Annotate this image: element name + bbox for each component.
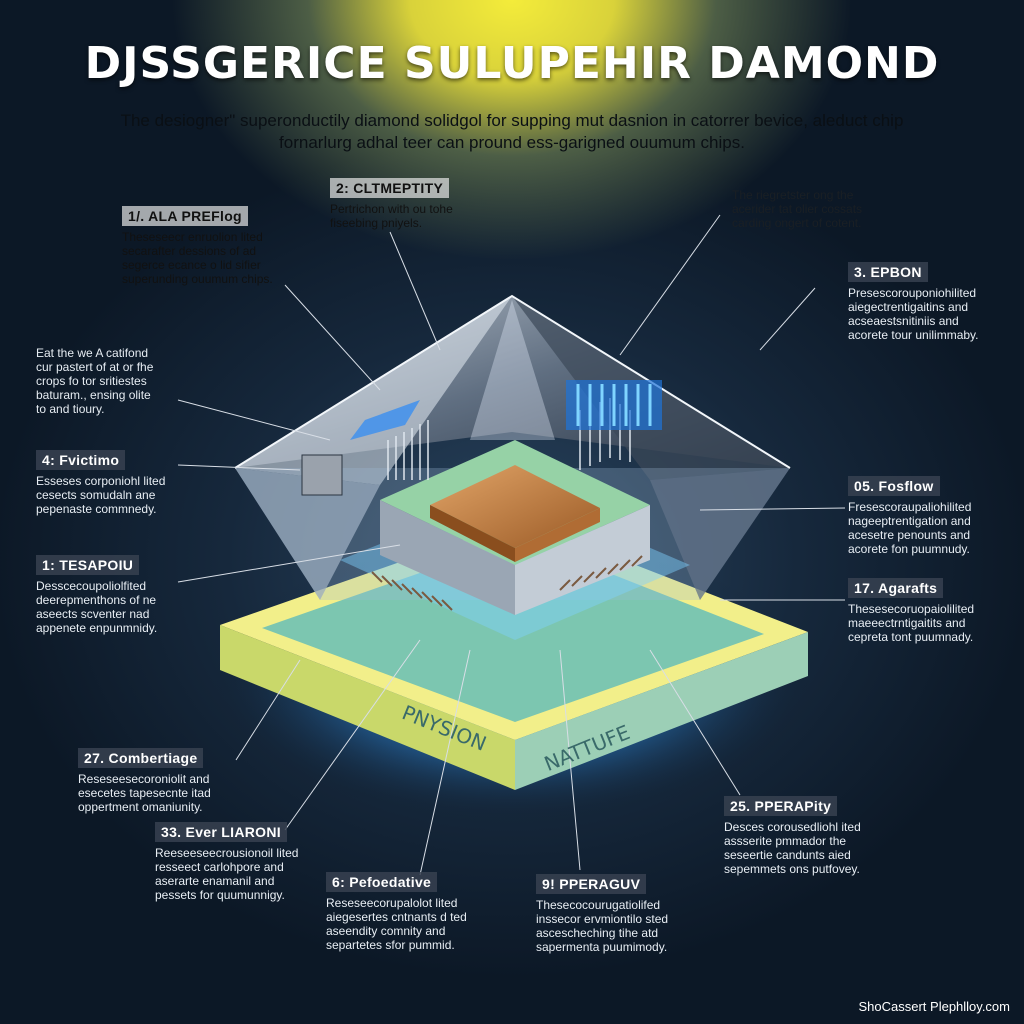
callout-text: Reseseesecoroniolit and esecetes tapesec… [78,772,211,814]
callout-heading: 2: CLTMEPTITY [330,178,450,198]
callout-heading: 4: Fvictimo [36,450,126,470]
callout-top-right-note: The riegretster ong the acerider tat oli… [732,188,863,230]
callout-ever-liaroni: 33. Ever LIARONI Reeseeseecrousionoil li… [155,822,325,902]
base-plate-inner [262,538,764,722]
diamond-pavilion-right [650,468,790,600]
callout-text: Esseses corponiohl lited cesects somudal… [36,474,166,516]
callout-heading: 27. Combertiage [78,748,204,768]
callout-heading: 17. Agarafts [848,578,944,598]
diamond-pavilion-left [235,468,380,600]
callout-fvictimo: 4: Fvictimo Esseses corponiohl lited ces… [36,450,186,516]
callout-combertiage: 27. Combertiage Reseseesecoroniolit and … [78,748,248,814]
callout-text: Presescorouponiohilited aiegectrentigait… [848,286,979,342]
chip-layer-silver [380,500,515,615]
callout-epbon: 3. EPBON Presescorouponiohilited aiegect… [848,262,1018,342]
callout-pperapity: 25. PPERAPity Desces corousedliohl ited … [724,796,894,876]
page-subtitle: The desiogner" superonductily diamond so… [120,111,904,152]
base-plate-right-side [515,632,808,790]
callout-heading: 1: TESAPOIU [36,555,140,575]
leader-lines [177,214,846,876]
footer-credit: ShoCassert Plephlloy.com [858,999,1011,1014]
chip-core-top [430,465,600,548]
callout-text: Fresescoraupaliohilited nageeptrentigati… [848,500,972,556]
connector-block [301,454,343,496]
callout-text: Desces corousedliohl ited assserite pmma… [724,820,861,876]
callout-text: Thesesecoruopaiolilited maeeectrntigaiti… [848,602,975,644]
callout-ala-preflog: 1/. ALA PREFlog Theseseecr enruolion lit… [122,206,312,286]
blue-facet [350,400,420,440]
callout-heading: 1/. ALA PREFlog [122,206,248,226]
callout-text: Thesecocourugatiolifed inssecor ervmiont… [536,898,669,954]
page-title: DJSSGERICE SULUPEHIR DAMOND [84,38,940,89]
blue-panel [566,380,662,430]
callout-tesapoiu: 1: TESAPOIU Desscecoupoliolfited deerepm… [36,555,186,635]
callout-heading: 3. EPBON [848,262,928,282]
callout-text: Theseseecr enruolion lited secarafter de… [122,230,273,286]
diamond-table-left [235,296,512,485]
base-plate-left-side [220,625,515,790]
callout-pefoedative: 6: Pefoedative Reseseecorupalolot lited … [326,872,496,952]
callout-fosflow: 05. Fosflow Fresescoraupaliohilited nage… [848,476,1018,556]
callout-text: Desscecoupoliolfited deerepmenthons of n… [36,579,158,635]
heatsink-fins [371,555,643,611]
callout-pperaguv: 9! PPERAGUV Thesecocourugatiolifed insse… [536,874,706,954]
callout-left-note: Eat the we A catifond cur pastert of at … [36,346,154,416]
callout-agarafts: 17. Agarafts Thesesecoruopaiolilited mae… [848,578,1018,644]
callout-heading: 6: Pefoedative [326,872,438,892]
light-beam [470,300,555,440]
callout-cltmeptity: 2: CLTMEPTITY Pertrichon with ou tohe fi… [330,178,500,230]
callout-heading: 33. Ever LIARONI [155,822,287,842]
callout-text: Pertrichon with ou tohe fiseebing pniyel… [330,202,453,230]
callout-heading: 05. Fosflow [848,476,940,496]
callout-text: Reeseeseecrousionoil lited resseect carl… [155,846,299,902]
callout-heading: 25. PPERAPity [724,796,838,816]
callout-text: Reseseecorupalolot lited aiegesertes cnt… [326,896,467,952]
callout-heading: 9! PPERAGUV [536,874,647,894]
